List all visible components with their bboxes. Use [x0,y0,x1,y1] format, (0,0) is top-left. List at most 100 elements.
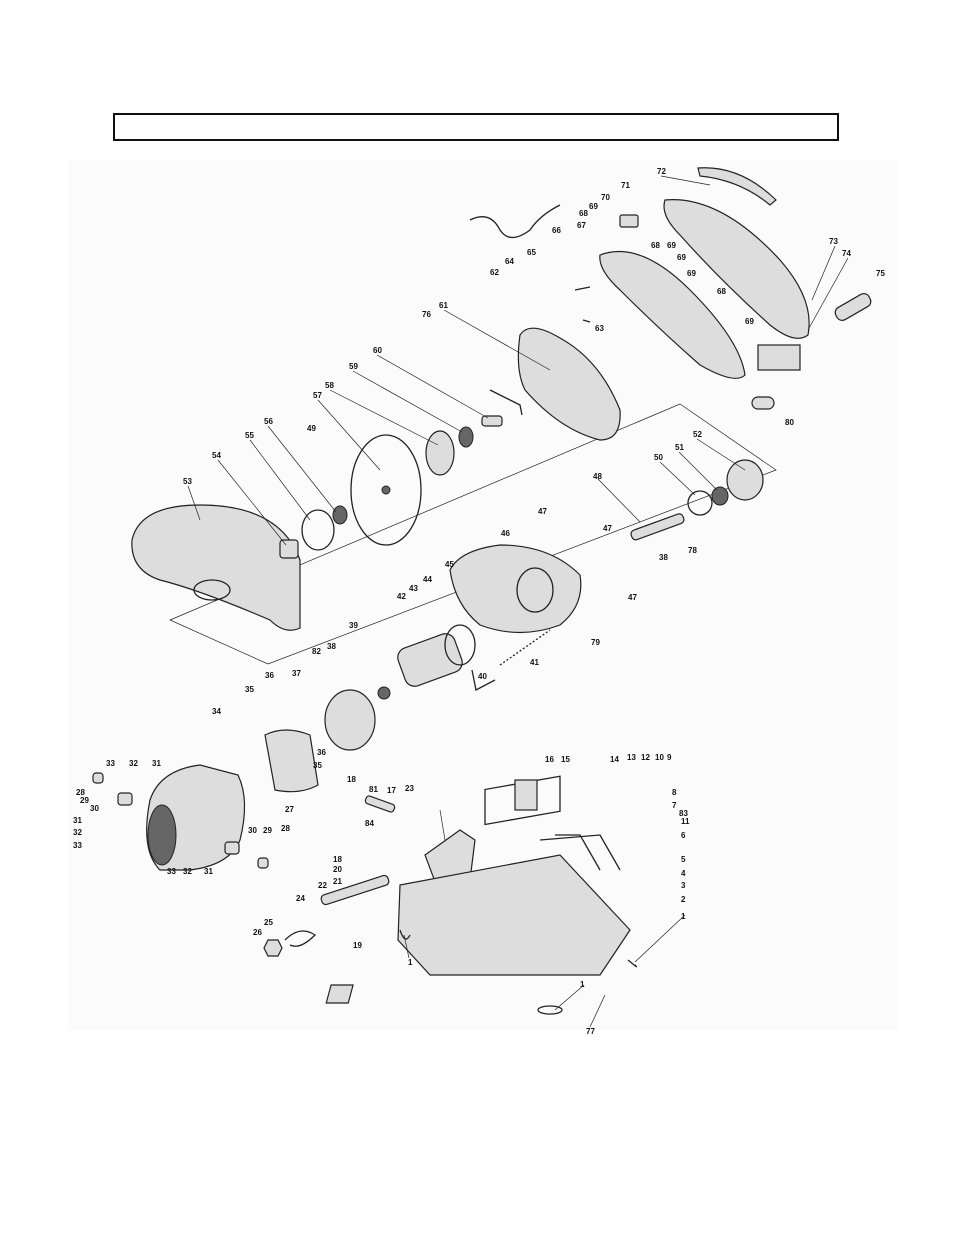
callout-47a: 47 [538,507,547,516]
spindle [481,415,503,427]
callout-73: 73 [829,237,838,246]
callout-56: 56 [264,417,273,426]
callout-32b: 32 [73,828,82,837]
callout-68a: 68 [579,209,588,218]
inner-blade-guard [517,327,621,441]
bearing-50 [687,490,713,516]
power-cord [469,204,561,239]
brush-cap-right [257,857,269,869]
armature-gear [444,624,476,666]
pivot-shaft [320,874,390,906]
field-stator [264,729,319,793]
callout-40: 40 [478,672,487,681]
callout-2: 2 [681,895,686,904]
hex-wrench [489,389,523,416]
bearing-38 [377,686,391,700]
callout-55: 55 [245,431,254,440]
callout-49: 49 [307,424,316,433]
callout-69c: 69 [677,253,686,262]
callout-44: 44 [423,575,432,584]
assembly-outline [169,403,777,665]
callout-38a: 38 [327,642,336,651]
callout-labels: 1 1 1 2 3 4 5 6 7 8 9 10 11 12 13 14 15 … [73,167,885,1036]
clamp-bracket [325,984,354,1004]
callout-50: 50 [654,453,663,462]
callout-81: 81 [369,785,378,794]
spindle-shaft [630,513,685,541]
screw-62 [582,319,591,323]
callout-8: 8 [672,788,677,797]
outer-blade-guard [131,504,301,631]
callout-33c: 33 [167,867,176,876]
callout-1c: 1 [580,980,585,989]
callout-21: 21 [333,877,342,886]
callout-46: 46 [501,529,510,538]
callout-36a: 36 [265,671,274,680]
rubber-foot-right [627,959,638,968]
callout-53: 53 [183,477,192,486]
bearing [458,426,474,448]
callout-57: 57 [313,391,322,400]
callout-31a: 31 [152,759,161,768]
callout-33b: 33 [73,841,82,850]
callout-47b: 47 [603,524,612,533]
cutting-blade [350,434,422,546]
brush-cap-left [92,772,104,784]
callout-28b: 28 [281,824,290,833]
callout-68b: 68 [651,241,660,250]
callout-30a: 30 [90,804,99,813]
callout-71: 71 [621,181,630,190]
callout-72: 72 [657,167,666,176]
callout-33a: 33 [106,759,115,768]
callout-68c: 68 [717,287,726,296]
callout-29a: 29 [80,796,89,805]
callout-58: 58 [325,381,334,390]
callout-59: 59 [349,362,358,371]
flange-bolt [279,539,299,559]
callout-5: 5 [681,855,686,864]
callout-79: 79 [591,638,600,647]
lock-pin [364,795,396,813]
callout-83: 83 [679,809,688,818]
callout-69a: 69 [589,202,598,211]
callout-43: 43 [409,584,418,593]
leader-lines [187,175,849,1028]
lock-button [834,293,872,321]
callout-47c: 47 [628,593,637,602]
callout-29b: 29 [263,826,272,835]
callout-76: 76 [422,310,431,319]
callout-11: 11 [681,817,690,826]
callout-39: 39 [349,621,358,630]
callout-35a: 35 [245,685,254,694]
callout-37: 37 [292,669,301,678]
callout-80: 80 [785,418,794,427]
callout-32c: 32 [183,867,192,876]
hex-nut [263,939,283,957]
hex-key [471,669,496,691]
callout-42: 42 [397,592,406,601]
callout-18b: 18 [333,855,342,864]
callout-64: 64 [505,257,514,266]
callout-63: 63 [595,324,604,333]
handle-half-left [599,251,746,379]
vise-screw [539,834,621,871]
callout-3: 3 [681,881,686,890]
callout-61: 61 [439,301,448,310]
callout-52: 52 [693,430,702,439]
callout-28a: 28 [76,788,85,797]
callout-69d: 69 [687,269,696,278]
bearing-plate [726,459,764,501]
inner-flange [425,430,455,476]
callout-19: 19 [353,941,362,950]
callout-54: 54 [212,451,221,460]
callout-84: 84 [365,819,374,828]
callout-62: 62 [490,268,499,277]
bearing-housing [324,689,376,751]
callout-69e: 69 [745,317,754,326]
callout-30b: 30 [248,826,257,835]
armature [397,633,463,687]
callout-12: 12 [641,753,650,762]
callout-20: 20 [333,865,342,874]
outer-flange [301,509,335,551]
